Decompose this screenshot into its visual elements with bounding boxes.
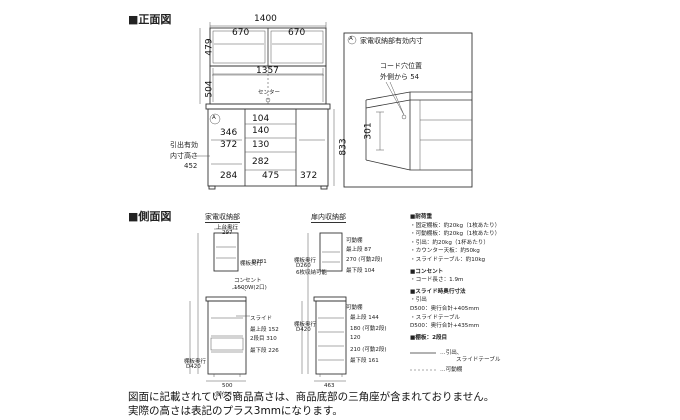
legend-solid-label-2: スライドテーブル (456, 357, 501, 363)
l-h1: 最上段 152 (250, 327, 279, 333)
dim-mid-h: 504 (204, 80, 215, 98)
spec-line-1: ・固定棚板：約20kg（1枚あたり） (410, 222, 501, 229)
l-depth-note: (脚付きD) (214, 392, 240, 398)
r-fix: 6枚収納可能 (296, 270, 327, 276)
r-tag2: 可動棚 (346, 305, 363, 311)
dim-total-width: 1400 (254, 14, 277, 24)
r-h4: 最上段 144 (350, 315, 379, 321)
dim-140: 140 (252, 126, 270, 136)
spec-line-6: ・コード長さ：1.9m (410, 277, 464, 284)
spec-heading-load: ■耐荷重 (410, 214, 433, 220)
l-shelf: 棚板奥行 (240, 261, 263, 267)
r-h3: 最下段 104 (346, 268, 375, 274)
spec-heading-outlet: ■コンセント (410, 268, 444, 275)
l-outlet-v: 1500W(2口) (234, 285, 267, 291)
dim-104: 104 (252, 114, 270, 124)
detail-a (343, 32, 473, 188)
spec-line-9: ・スライドテーブル (410, 314, 461, 321)
detail-note-1: コード穴位置 (380, 62, 422, 70)
dim-475: 475 (262, 171, 280, 181)
center-label: センター (258, 90, 281, 96)
front-a-marker: A (212, 115, 216, 121)
side-right (301, 232, 347, 382)
side-left-label: 家電収納部 (205, 213, 240, 223)
specs-panel: ■耐荷重 ・固定棚板：約20kg（1枚あたり） ・可動棚板：約20kg（1枚あた… (410, 213, 500, 342)
r-shelf-v: D260 (296, 263, 311, 269)
r-tag: 可動棚 (346, 238, 363, 244)
r-h2: 270 (可動2段) (346, 257, 383, 263)
spec-line-10: D500：奥行合計+435mm (410, 323, 480, 330)
r-h1: 最上段 87 (346, 247, 372, 253)
r-h7: 210 (可動2段) (350, 347, 387, 353)
drawer-label-2: 内寸高さ (170, 152, 198, 160)
side-right-label: 扉内収納部 (311, 213, 346, 223)
drawer-label-1: 引出有効 (170, 141, 198, 149)
dim-upper-w1: 670 (232, 28, 250, 38)
dim-130: 130 (252, 140, 270, 150)
r-h8: 最下段 161 (350, 358, 379, 364)
side-left (189, 228, 250, 382)
detail-dim-301: 301 (363, 122, 374, 140)
l-lower-v: D420 (186, 364, 201, 370)
dim-372a: 372 (220, 140, 238, 150)
l-upper: 上台奥行 (216, 225, 239, 231)
l-h3: 最下段 226 (250, 348, 279, 354)
dim-372b: 372 (300, 171, 318, 181)
dim-284: 284 (220, 171, 238, 181)
spec-line-4: ・カウンター天板：約50kg (410, 248, 480, 255)
l-lower: 棚板奥行 (184, 359, 207, 365)
r-lower-v: D420 (296, 327, 311, 333)
drawer-label-3: 452 (184, 162, 198, 170)
footer-note-1: 図面に記載されている商品高さは、商品底部の三角座が含まれておりません。 (128, 391, 495, 403)
spec-line-2: ・可動棚板：約20kg（1枚あたり） (410, 231, 501, 238)
dim-inner-w: 1357 (256, 66, 279, 76)
l-depth: 500 (222, 383, 233, 389)
detail-note-2: 外側から 54 (380, 73, 420, 81)
l-h2: 2段目 310 (250, 336, 277, 342)
side-view-title: ■側面図 (128, 210, 172, 223)
legend-solid-label: …引出、 (440, 350, 463, 356)
r-h6: 120 (350, 335, 361, 341)
spec-line-3: ・引出：約20kg（1杯あたり） (410, 239, 489, 246)
spec-line-8: D500：奥行合計+405mm (410, 305, 480, 312)
dim-282: 282 (252, 157, 270, 167)
r-h5: 180 (可動2段) (350, 326, 387, 332)
spec-line-7: ・引出 (410, 297, 427, 304)
r-depth: 463 (324, 383, 335, 389)
dim-upper-h: 479 (204, 38, 215, 56)
front-view-title: ■正面図 (128, 13, 172, 26)
footer-note-2: 実際の高さは表記のプラス3mmになります。 (128, 405, 343, 417)
l-shelf-v: D281 (252, 259, 267, 265)
dim-upper-w2: 670 (288, 28, 306, 38)
legend-dash-label: …可動棚 (440, 367, 463, 373)
l-upper-v: 297 (222, 230, 233, 236)
dim-346: 346 (220, 128, 238, 138)
spec-line-5: ・スライドテーブル：約10kg (410, 256, 486, 263)
spec-heading-slide: ■スライド時奥行寸法 (410, 288, 466, 295)
dim-833: 833 (338, 138, 349, 156)
r-lower: 棚板奥行 (294, 322, 317, 328)
l-outlet: コンセント (234, 278, 262, 284)
r-shelf: 棚板奥行 (294, 258, 317, 264)
spec-heading-shelf: ■棚板：2段目 (410, 334, 448, 341)
l-slide: スライド (250, 316, 273, 322)
front-cabinet (188, 22, 335, 190)
detail-title: 家電収納部有効内寸 (360, 37, 423, 45)
detail-a-marker: A (349, 36, 353, 42)
